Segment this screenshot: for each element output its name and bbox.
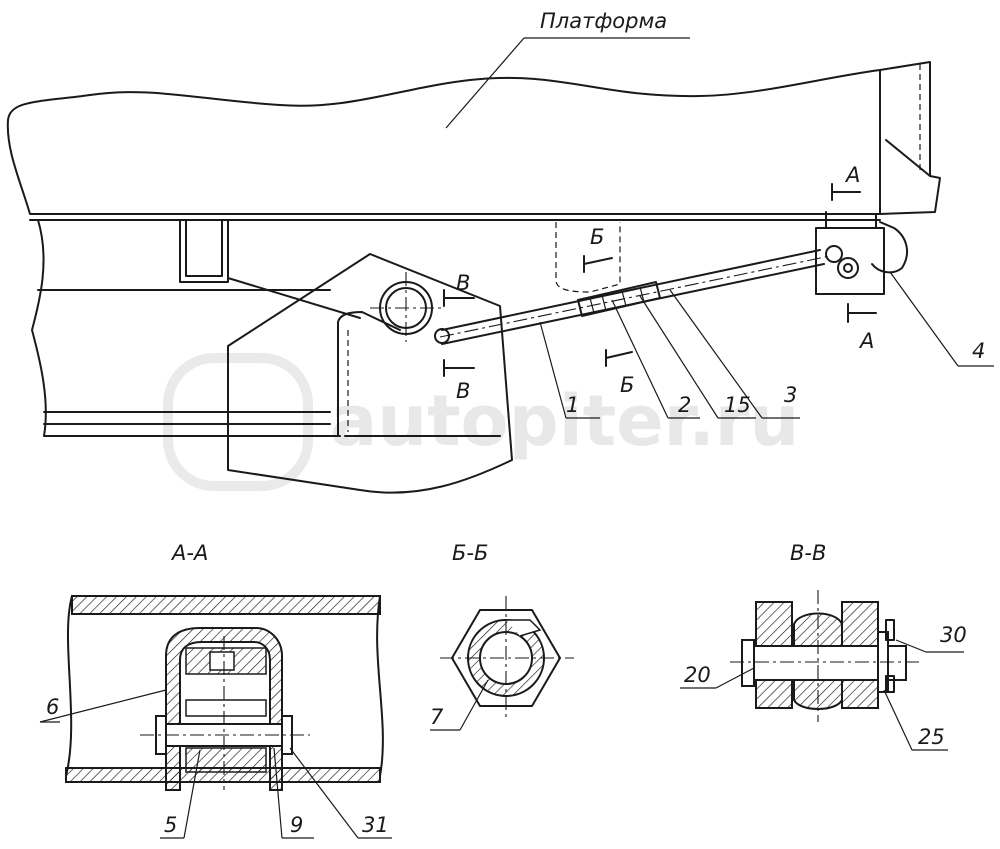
part-label-3: 3 <box>784 383 797 407</box>
section-marker-a-top: А <box>831 163 861 201</box>
section-bb <box>430 596 574 731</box>
part-label-4: 4 <box>972 339 985 363</box>
section-mark-v-bottom: В <box>456 379 470 403</box>
stop-block <box>555 222 621 293</box>
section-vv <box>680 590 964 751</box>
section-mark-b-top: Б <box>590 225 604 249</box>
section-mark-b-bottom: Б <box>620 373 634 397</box>
section-marker-b-top: Б <box>583 225 613 273</box>
watermark-text: autopiter.ru <box>330 380 799 462</box>
label-platform: Платформа <box>540 9 667 33</box>
part-label-31: 31 <box>362 813 389 837</box>
pivot-bracket <box>227 253 513 494</box>
platform-body <box>6 61 941 221</box>
leaders-main <box>445 37 994 419</box>
section-marker-a-bottom: А <box>847 303 877 353</box>
section-marker-v-bottom: В <box>443 359 475 403</box>
section-aa <box>39 595 392 839</box>
part-label-6: 6 <box>46 695 59 719</box>
part-label-2: 2 <box>678 393 691 417</box>
watermark: autopiter.ru <box>163 353 799 491</box>
section-mark-v-top: В <box>456 271 470 295</box>
hook-lock <box>815 211 909 295</box>
section-marker-v-top: В <box>443 271 475 307</box>
part-label-9: 9 <box>290 813 303 837</box>
part-label-15: 15 <box>724 393 751 417</box>
part-label-30: 30 <box>940 623 967 647</box>
title-section-vv: В-В <box>790 541 826 565</box>
part-label-7: 7 <box>430 705 444 729</box>
part-label-25: 25 <box>918 725 945 749</box>
part-label-20: 20 <box>684 663 711 687</box>
part-label-1: 1 <box>566 393 579 417</box>
lock-rod <box>439 249 831 345</box>
chassis-frame <box>31 219 501 437</box>
part-label-5: 5 <box>164 813 177 837</box>
title-section-aa: А-А <box>170 541 208 565</box>
section-mark-a-top: А <box>844 163 860 187</box>
section-mark-a-bottom: А <box>858 329 874 353</box>
section-marker-b-bottom: Б <box>605 349 634 397</box>
title-section-bb: Б-Б <box>452 541 488 565</box>
